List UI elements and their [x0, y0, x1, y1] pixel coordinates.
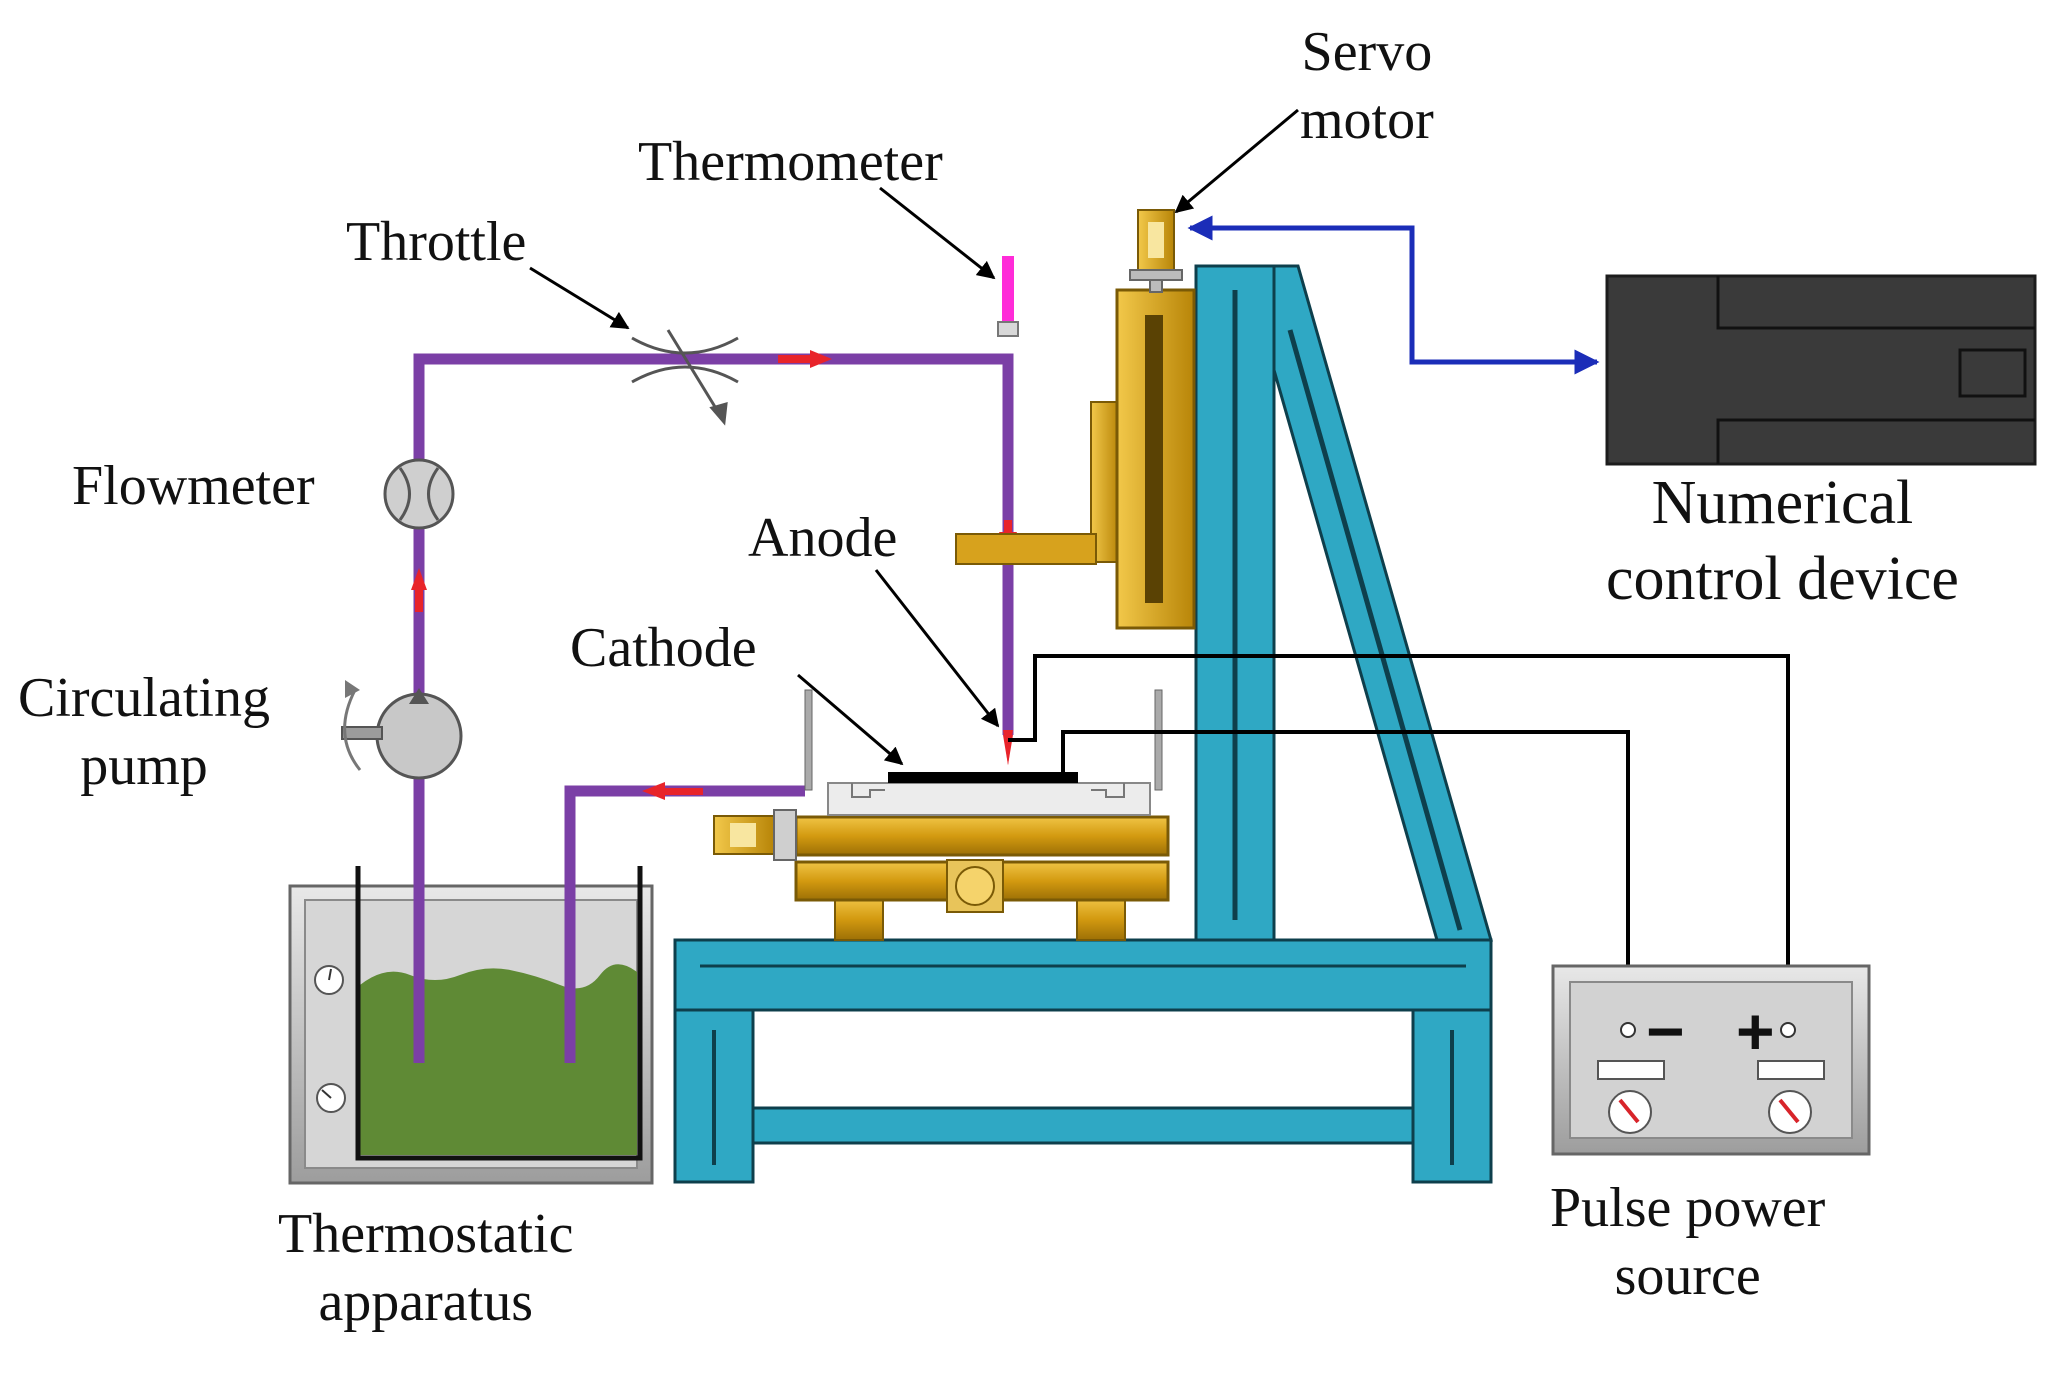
electrolyte-bath: [360, 964, 637, 1155]
servo-motor-label: Servo motor: [1300, 18, 1434, 155]
flow-arrows: [411, 350, 1017, 800]
pulse-power-source-label: Pulse power source: [1550, 1174, 1825, 1311]
tank-wall: [355, 866, 643, 1161]
circulating-pump-label-line2: pump: [80, 735, 208, 798]
z-axis-spindle: [955, 288, 1196, 765]
thermostatic-apparatus-label-line1: Thermostatic: [278, 1203, 574, 1265]
negative-terminal: [1620, 1022, 1636, 1038]
pulse-power-source: [1551, 964, 1871, 1156]
anode-label: Anode: [748, 507, 898, 569]
positive-terminal: [1780, 1022, 1796, 1038]
label-leaders: [529, 108, 1299, 766]
servo-motor-label-line1: Servo: [1301, 21, 1433, 83]
servo-motor-label-line2: motor: [1300, 89, 1434, 152]
throttle-valve-icon: [631, 329, 739, 426]
numerical-control-device-label-line1: Numerical: [1651, 469, 1914, 537]
thermostatic-apparatus-label-line2: apparatus: [318, 1271, 534, 1334]
circulating-pump-icon: [341, 680, 463, 780]
dial-gauge-icon: [316, 1083, 346, 1113]
pulse-power-source-label-line2: source: [1614, 1245, 1761, 1308]
worktable: [713, 689, 1170, 941]
thermostatic-apparatus-label: Thermostatic apparatus: [278, 1200, 573, 1337]
dial-gauge-icon: [1768, 1090, 1812, 1134]
numerical-control-device: [1605, 274, 2037, 466]
pulse-power-source-label-line1: Pulse power: [1550, 1177, 1826, 1239]
numerical-control-device-label-line2: control device: [1606, 544, 1959, 613]
dial-gauge-icon: [1608, 1090, 1652, 1134]
control-signal-line: [1187, 215, 1600, 375]
power-wiring: [1008, 654, 1790, 1028]
machine-frame: [673, 264, 1493, 1184]
numerical-control-device-label: Numerical control device: [1606, 466, 1959, 617]
flowmeter-label: Flowmeter: [72, 455, 315, 517]
throttle-label: Throttle: [346, 211, 527, 273]
cathode-plate: [888, 772, 1078, 783]
servo-motor-icon: [1129, 209, 1183, 293]
circulating-pump-label: Circulating pump: [18, 664, 270, 801]
negative-terminal-sign: −: [1646, 994, 1685, 1068]
dial-gauge-icon: [314, 965, 344, 995]
thermometer-label: Thermometer: [638, 131, 943, 193]
cathode-label: Cathode: [570, 617, 757, 679]
circulating-pump-label-line1: Circulating: [18, 667, 270, 729]
flowmeter-icon: [383, 458, 455, 530]
thermometer-icon: [997, 256, 1019, 337]
positive-terminal-sign: +: [1736, 994, 1775, 1068]
thermostatic-apparatus: [288, 866, 654, 1185]
